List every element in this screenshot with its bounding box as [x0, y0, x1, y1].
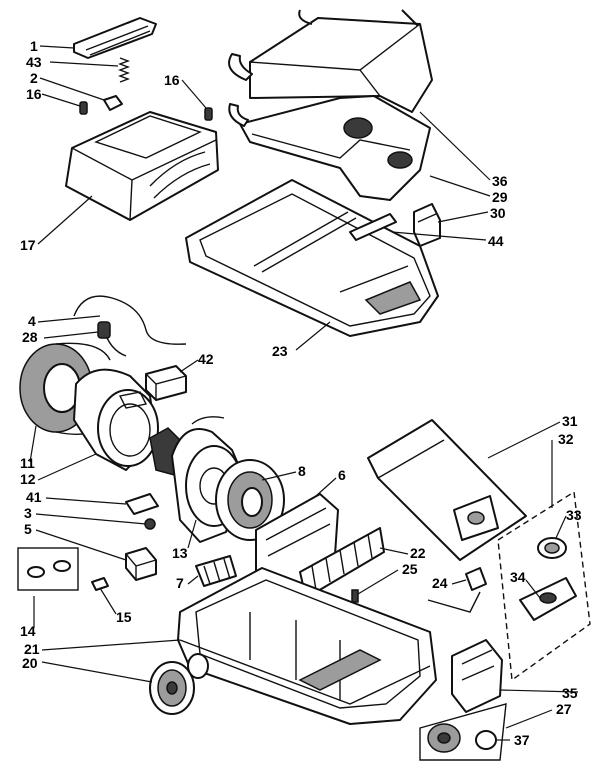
- callout-37: 37: [514, 732, 530, 748]
- callout-29: 29: [492, 189, 508, 205]
- part-switch-actuator: [427, 567, 487, 613]
- callout-5: 5: [24, 521, 32, 537]
- callout-23: 23: [272, 343, 288, 359]
- part-exhaust-cap: [475, 730, 497, 750]
- callout-42: 42: [198, 351, 214, 367]
- part-handle-housing: [65, 111, 219, 221]
- part-bag-collar: [537, 537, 567, 559]
- callout-44: 44: [488, 233, 504, 249]
- callout-31: 31: [562, 413, 578, 429]
- part-handle-grip: [73, 17, 157, 59]
- callout-24: 24: [432, 575, 448, 591]
- part-cover-frame: [228, 95, 431, 201]
- part-bracket: [195, 555, 237, 587]
- part-terminal-screw: [144, 518, 156, 530]
- callout-21: 21: [24, 641, 40, 657]
- callout-4: 4: [28, 313, 36, 329]
- callout-labels: 1 43 2 16 16 17 36 29 30 44 23 4 28 42 1…: [20, 38, 582, 748]
- part-wheel: [149, 653, 209, 715]
- callout-6: 6: [338, 467, 346, 483]
- callout-3: 3: [24, 505, 32, 521]
- part-screw-left: [79, 101, 88, 115]
- leader-lines: [29, 45, 579, 741]
- part-small-screw: [351, 589, 359, 603]
- callout-14: 14: [20, 623, 36, 639]
- callout-16: 16: [164, 72, 180, 88]
- callout-27: 27: [556, 701, 572, 717]
- part-cord-connector: [97, 321, 111, 339]
- callout-12: 12: [20, 471, 36, 487]
- part-main-body: [177, 567, 437, 725]
- part-top-cover: [228, 9, 433, 113]
- callout-41: 41: [26, 489, 42, 505]
- callout-34: 34: [510, 569, 526, 585]
- part-motor-housing: [73, 368, 159, 471]
- part-rear-bracket: [451, 639, 503, 713]
- callout-33: 33: [566, 507, 582, 523]
- callout-43: 43: [26, 54, 42, 70]
- part-small-clip: [91, 577, 109, 591]
- part-terminal-block: [125, 493, 159, 515]
- part-capacitor: [125, 547, 157, 581]
- part-exhaust-assembly: [419, 703, 507, 761]
- part-mount-clip: [145, 365, 187, 401]
- callout-7: 7: [176, 575, 184, 591]
- part-filter-bag: [367, 419, 527, 561]
- part-filter-tray: [185, 179, 439, 337]
- callout-22: 22: [410, 545, 426, 561]
- part-brush-set: [17, 547, 79, 591]
- part-bag-holder-plate: [519, 577, 577, 621]
- part-screw-right: [204, 107, 213, 121]
- callout-28: 28: [22, 329, 38, 345]
- part-latch: [413, 203, 441, 247]
- part-filter-ring: [215, 459, 285, 541]
- callout-17: 17: [20, 237, 36, 253]
- part-bag-holder-frame: [497, 490, 591, 682]
- callout-1: 1: [30, 38, 38, 54]
- callout-30: 30: [490, 205, 506, 221]
- callout-2: 2: [30, 70, 38, 86]
- part-spring: [118, 57, 130, 83]
- part-switch: [103, 95, 123, 111]
- part-power-cord: [73, 295, 187, 357]
- callout-36: 36: [492, 173, 508, 189]
- callout-15: 15: [116, 609, 132, 625]
- callout-11: 11: [20, 455, 35, 471]
- callout-35: 35: [562, 685, 578, 701]
- callout-16: 16: [26, 86, 42, 102]
- callout-32: 32: [558, 431, 574, 447]
- callout-25: 25: [402, 561, 418, 577]
- callout-13: 13: [172, 545, 188, 561]
- callout-20: 20: [22, 655, 38, 671]
- callout-8: 8: [298, 463, 306, 479]
